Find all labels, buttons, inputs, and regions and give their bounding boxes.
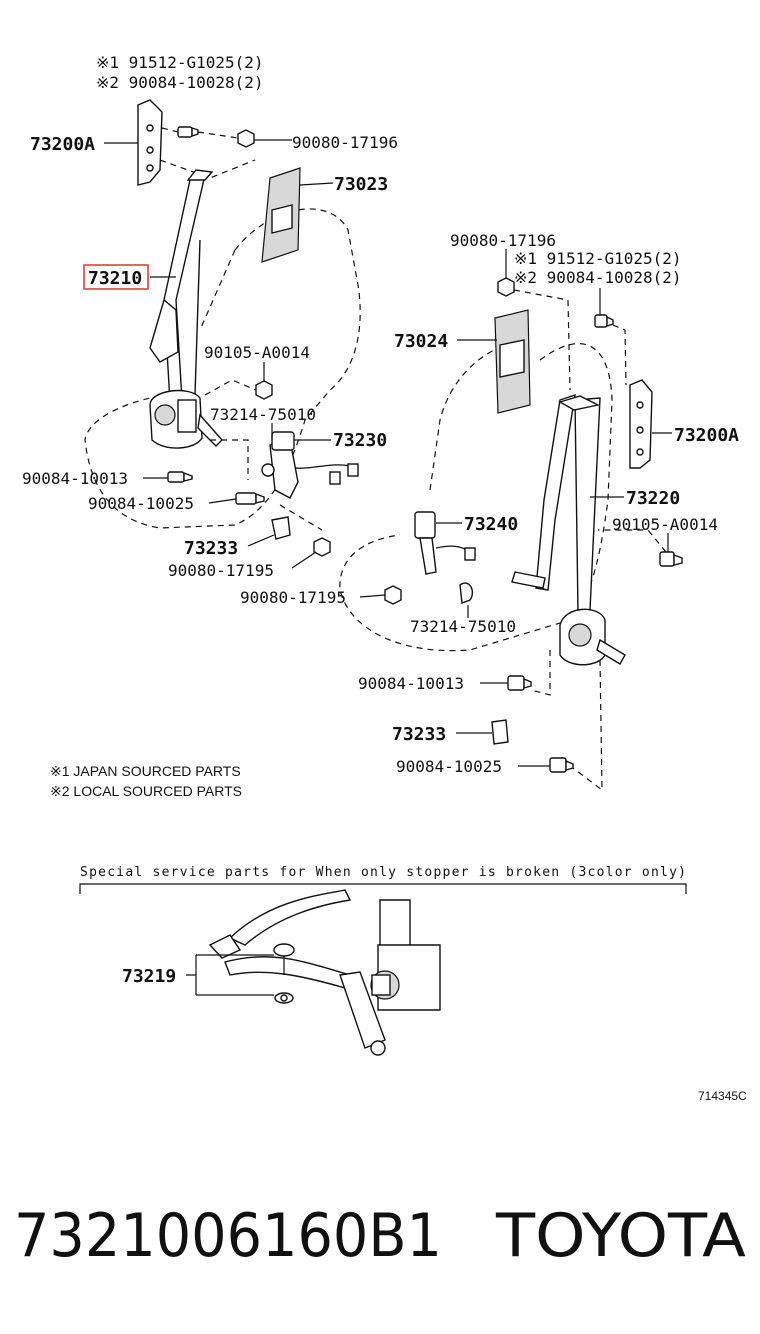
label-73200A-right: 73200A bbox=[674, 425, 739, 446]
footer-part-number: 7321006160B1 bbox=[14, 1201, 442, 1271]
label-top-note2: ※2 90084-10028(2) bbox=[96, 73, 264, 92]
label-73023: 73023 bbox=[334, 174, 388, 195]
label-90084-10025-left: 90084-10025 bbox=[88, 494, 194, 513]
label-73200A-left: 73200A bbox=[30, 134, 95, 155]
label-90080-17195-left: 90080-17195 bbox=[168, 561, 274, 580]
label-90084-10013-right: 90084-10013 bbox=[358, 674, 464, 693]
label-90084-10013-left: 90084-10013 bbox=[22, 469, 128, 488]
label-90080-17196-top: 90080-17196 bbox=[292, 133, 398, 152]
label-right-note2: ※2 90084-10028(2) bbox=[514, 268, 682, 287]
label-top-note1: ※1 91512-G1025(2) bbox=[96, 53, 264, 72]
right-seat-outline bbox=[339, 339, 613, 652]
legend-local-sourced: ※2 LOCAL SOURCED PARTS bbox=[50, 783, 242, 799]
right-anchor-bolt bbox=[594, 314, 614, 328]
left-seat-belt-webbing bbox=[149, 169, 214, 403]
label-73214-75010-right: 73214-75010 bbox=[410, 617, 516, 636]
right-bolt-90084-10013 bbox=[507, 675, 532, 691]
right-upper-anchor bbox=[629, 379, 653, 469]
right-pillar-cover bbox=[494, 309, 531, 414]
figure-code: 714345C bbox=[698, 1089, 747, 1103]
special-service-banner: Special service parts for When only stop… bbox=[80, 865, 686, 880]
label-90105-A0014-right: 90105-A0014 bbox=[612, 515, 718, 534]
label-73214-75010-left: 73214-75010 bbox=[210, 405, 316, 424]
left-pillar-cover bbox=[261, 167, 301, 263]
stopper-button-upper bbox=[273, 943, 295, 975]
stopper-detail-retractor bbox=[370, 944, 441, 1011]
label-73233-left: 73233 bbox=[184, 538, 238, 559]
label-73233-right: 73233 bbox=[392, 724, 446, 745]
right-cover-73233 bbox=[491, 719, 509, 745]
right-bolt-90105 bbox=[659, 551, 683, 567]
highlight-box-73210 bbox=[83, 264, 149, 290]
left-nut-90080-17195 bbox=[313, 537, 331, 557]
left-retractor bbox=[149, 389, 223, 449]
right-seat-belt-webbing bbox=[511, 393, 601, 613]
label-90105-A0014-left: 90105-A0014 bbox=[204, 343, 310, 362]
right-nut-90080-17196 bbox=[497, 277, 515, 297]
footer-brand: TOYOTA bbox=[495, 1201, 746, 1271]
label-73230: 73230 bbox=[333, 430, 387, 451]
left-anchor-nut bbox=[237, 129, 255, 148]
right-bolt-90084-10025 bbox=[549, 757, 574, 773]
label-73219: 73219 bbox=[122, 966, 176, 987]
right-clip-73214 bbox=[459, 582, 474, 604]
right-buckle bbox=[414, 511, 476, 575]
label-90080-17195-right: 90080-17195 bbox=[240, 588, 346, 607]
left-buckle bbox=[261, 431, 359, 499]
right-nut-90080-17195 bbox=[384, 585, 402, 605]
left-upper-anchor bbox=[137, 99, 163, 186]
label-73024: 73024 bbox=[394, 331, 448, 352]
leader-73219 bbox=[186, 954, 274, 996]
label-73210: 73210 bbox=[88, 268, 142, 289]
label-90084-10025-right: 90084-10025 bbox=[396, 757, 502, 776]
left-bolt-90084-10013 bbox=[167, 471, 193, 483]
label-90080-17196-right: 90080-17196 bbox=[450, 231, 556, 250]
left-bolt-90105 bbox=[255, 380, 273, 400]
stopper-button-lower bbox=[274, 992, 294, 1004]
banner-bracket bbox=[79, 883, 687, 894]
left-cover-73233 bbox=[271, 516, 291, 540]
label-73220: 73220 bbox=[626, 488, 680, 509]
left-bolt-90084-10025 bbox=[235, 492, 265, 505]
left-anchor-bolt bbox=[177, 126, 199, 138]
legend-japan-sourced: ※1 JAPAN SOURCED PARTS bbox=[50, 763, 241, 779]
leader-lines bbox=[104, 139, 672, 767]
right-retractor bbox=[559, 608, 626, 666]
label-73240: 73240 bbox=[464, 514, 518, 535]
label-right-note1: ※1 91512-G1025(2) bbox=[514, 249, 682, 268]
